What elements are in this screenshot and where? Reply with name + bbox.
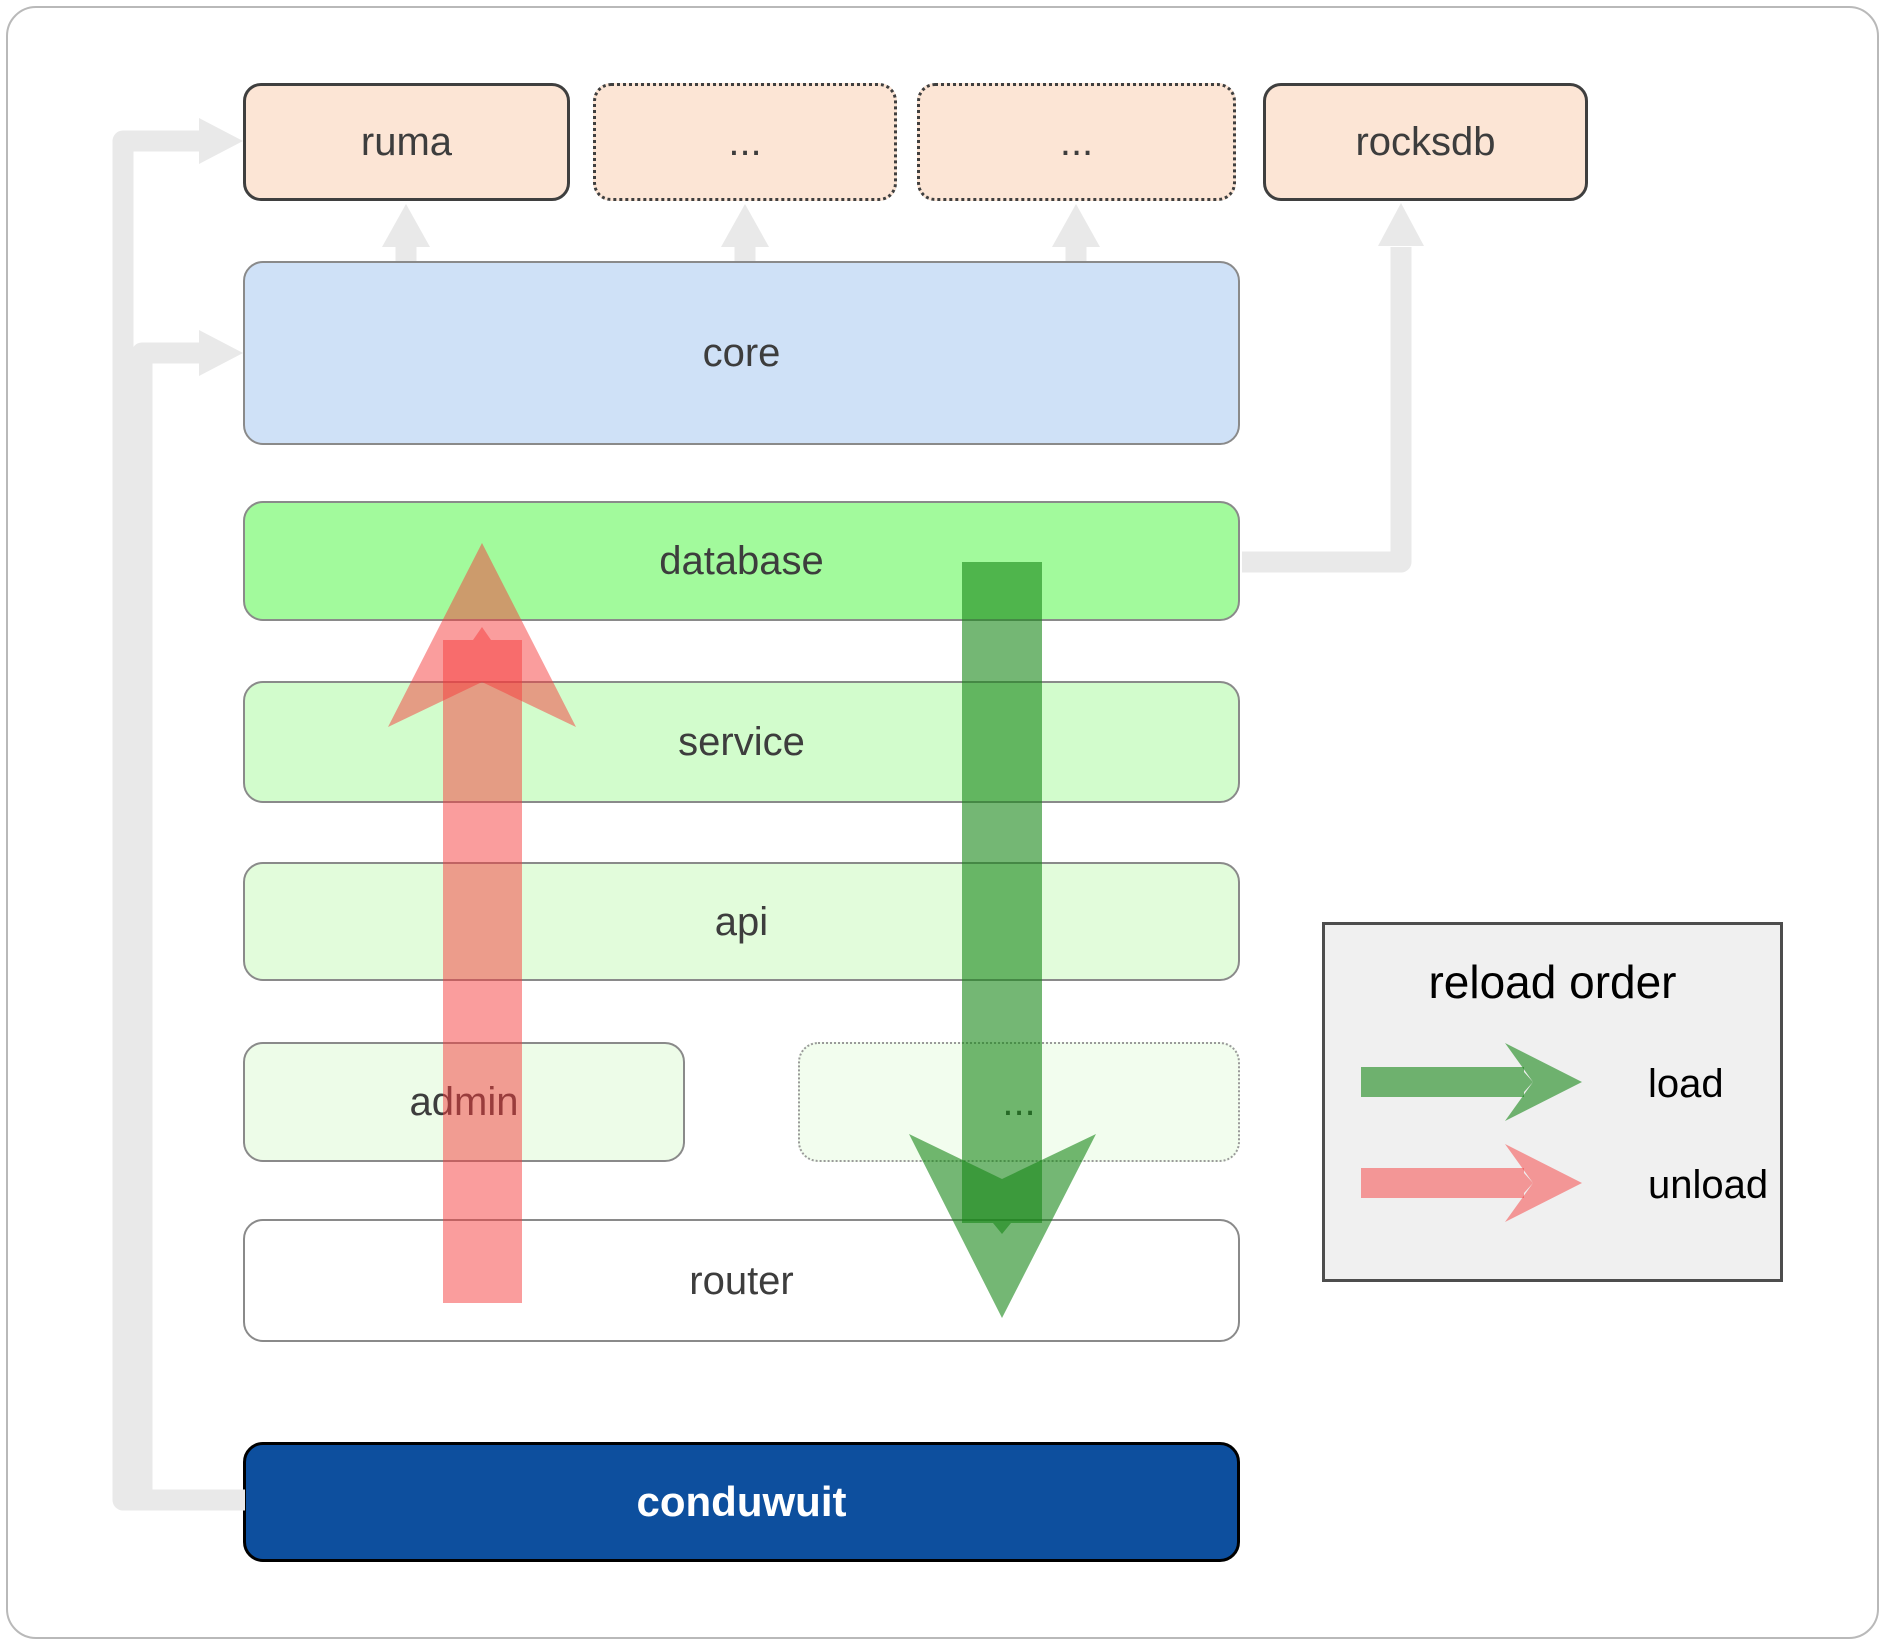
node-service: service — [243, 681, 1240, 803]
node-rocksdb: rocksdb — [1263, 83, 1588, 201]
node-ruma: ruma — [243, 83, 570, 201]
connector-core-dependency-2 — [721, 204, 769, 261]
node-router-label: router — [689, 1258, 794, 1303]
connector-core-ruma — [382, 204, 430, 261]
node-more-services: ... — [798, 1042, 1240, 1162]
connector-conduwuit-ruma — [112, 118, 245, 1511]
node-rocksdb-label: rocksdb — [1355, 120, 1496, 164]
node-database: database — [243, 501, 1240, 621]
legend-load-label: load — [1648, 1062, 1724, 1106]
node-dependency-3-label: ... — [1059, 120, 1094, 164]
node-conduwuit: conduwuit — [243, 1442, 1240, 1562]
node-service-label: service — [678, 720, 805, 764]
connector-database-rocksdb — [1242, 203, 1424, 573]
node-database-label: database — [659, 539, 824, 583]
node-admin: admin — [243, 1042, 685, 1162]
node-dependency-3: ... — [917, 83, 1236, 201]
connector-core-dependency-3 — [1052, 204, 1100, 261]
legend-title: reload order — [1428, 956, 1677, 1008]
node-api: api — [243, 862, 1240, 981]
node-router: router — [243, 1219, 1240, 1342]
connector-conduwuit-core — [131, 330, 245, 1511]
node-dependency-2: ... — [593, 83, 897, 201]
legend-unload-label: unload — [1648, 1163, 1769, 1207]
node-core: core — [243, 261, 1240, 445]
node-conduwuit-label: conduwuit — [636, 1478, 847, 1525]
node-core-label: core — [702, 331, 781, 375]
node-ruma-label: ruma — [360, 120, 453, 164]
diagram-border — [6, 6, 1879, 1639]
node-dependency-2-label: ... — [728, 120, 762, 164]
node-more-services-label: ... — [1002, 1080, 1036, 1124]
node-api-label: api — [714, 899, 769, 944]
node-admin-label: admin — [409, 1080, 519, 1124]
